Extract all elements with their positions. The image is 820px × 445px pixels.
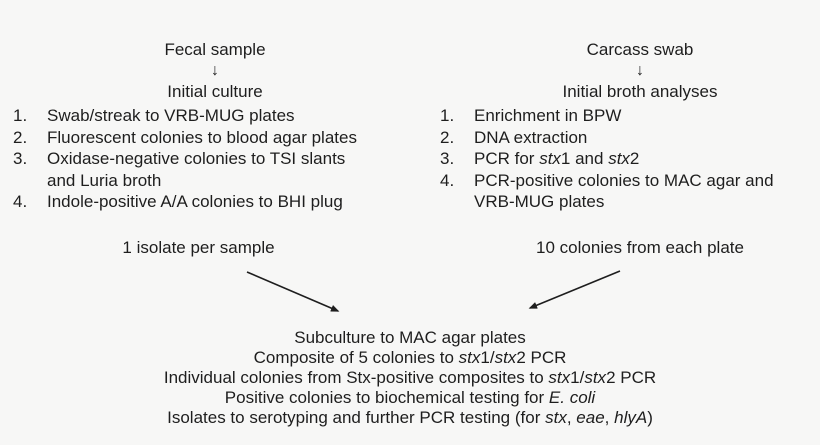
list-item: 4. Indole-positive A/A colonies to BHI p… bbox=[10, 191, 415, 213]
item-text: PCR-positive colonies to MAC agar and VR… bbox=[474, 170, 774, 212]
list-item: 3. PCR for stx1 and stx2 bbox=[437, 148, 815, 170]
fecal-branch-header: Fecal sample ↓ Initial culture bbox=[5, 40, 425, 102]
list-item: 2. DNA extraction bbox=[437, 127, 815, 149]
fecal-branch-subtitle: Initial culture bbox=[167, 82, 263, 101]
list-item: 2. Fluorescent colonies to blood agar pl… bbox=[10, 127, 415, 149]
item-number: 2. bbox=[13, 127, 28, 147]
item-text: Fluorescent colonies to blood agar plate… bbox=[47, 127, 357, 147]
item-text: Indole-positive A/A colonies to BHI plug bbox=[47, 192, 343, 211]
carcass-branch-header: Carcass swab ↓ Initial broth analyses bbox=[430, 40, 820, 102]
right-arrow-icon bbox=[528, 270, 621, 309]
final-step-line: Subculture to MAC agar plates bbox=[294, 328, 526, 347]
item-text: Swab/streak to VRB-MUG plates bbox=[47, 106, 295, 125]
item-text: Oxidase-negative colonies to TSI slants … bbox=[47, 149, 346, 190]
final-step-line: Isolates to serotyping and further PCR t… bbox=[167, 408, 653, 427]
item-number: 4. bbox=[440, 170, 455, 190]
item-text: PCR for stx1 and stx2 bbox=[474, 149, 640, 168]
down-arrow-icon: ↓ bbox=[211, 62, 219, 79]
carcass-outcome-label: 10 colonies from each plate bbox=[536, 238, 744, 257]
item-text: Enrichment in BPW bbox=[474, 106, 622, 125]
final-step-line: Composite of 5 colonies to stx1/stx2 PCR bbox=[253, 348, 567, 367]
carcass-branch-title: Carcass swab bbox=[586, 40, 694, 59]
item-number: 3. bbox=[13, 149, 28, 168]
item-number: 1. bbox=[440, 106, 455, 125]
carcass-step-list: 1. Enrichment in BPW 2. DNA extraction 3… bbox=[437, 105, 815, 213]
list-item: 1. Swab/streak to VRB-MUG plates bbox=[10, 105, 415, 127]
left-arrow-icon bbox=[246, 271, 340, 312]
list-item: 1. Enrichment in BPW bbox=[437, 105, 815, 127]
item-number: 2. bbox=[440, 127, 455, 147]
item-number: 4. bbox=[13, 192, 28, 211]
item-number: 1. bbox=[13, 106, 28, 125]
list-item: 3. Oxidase-negative colonies to TSI slan… bbox=[10, 148, 415, 191]
final-step-line: Individual colonies from Stx-positive co… bbox=[163, 368, 657, 387]
list-item: 4. PCR-positive colonies to MAC agar and… bbox=[437, 170, 815, 213]
item-number: 3. bbox=[440, 149, 455, 168]
item-text: DNA extraction bbox=[474, 127, 588, 147]
fecal-outcome-label: 1 isolate per sample bbox=[122, 238, 275, 257]
fecal-branch-title: Fecal sample bbox=[164, 40, 266, 59]
fecal-step-list: 1. Swab/streak to VRB-MUG plates 2. Fluo… bbox=[10, 105, 415, 213]
final-protocol-block: Subculture to MAC agar plates Composite … bbox=[0, 328, 820, 428]
carcass-branch-subtitle: Initial broth analyses bbox=[562, 82, 718, 101]
final-step-line: Positive colonies to biochemical testing… bbox=[224, 388, 596, 407]
down-arrow-icon: ↓ bbox=[636, 62, 644, 79]
